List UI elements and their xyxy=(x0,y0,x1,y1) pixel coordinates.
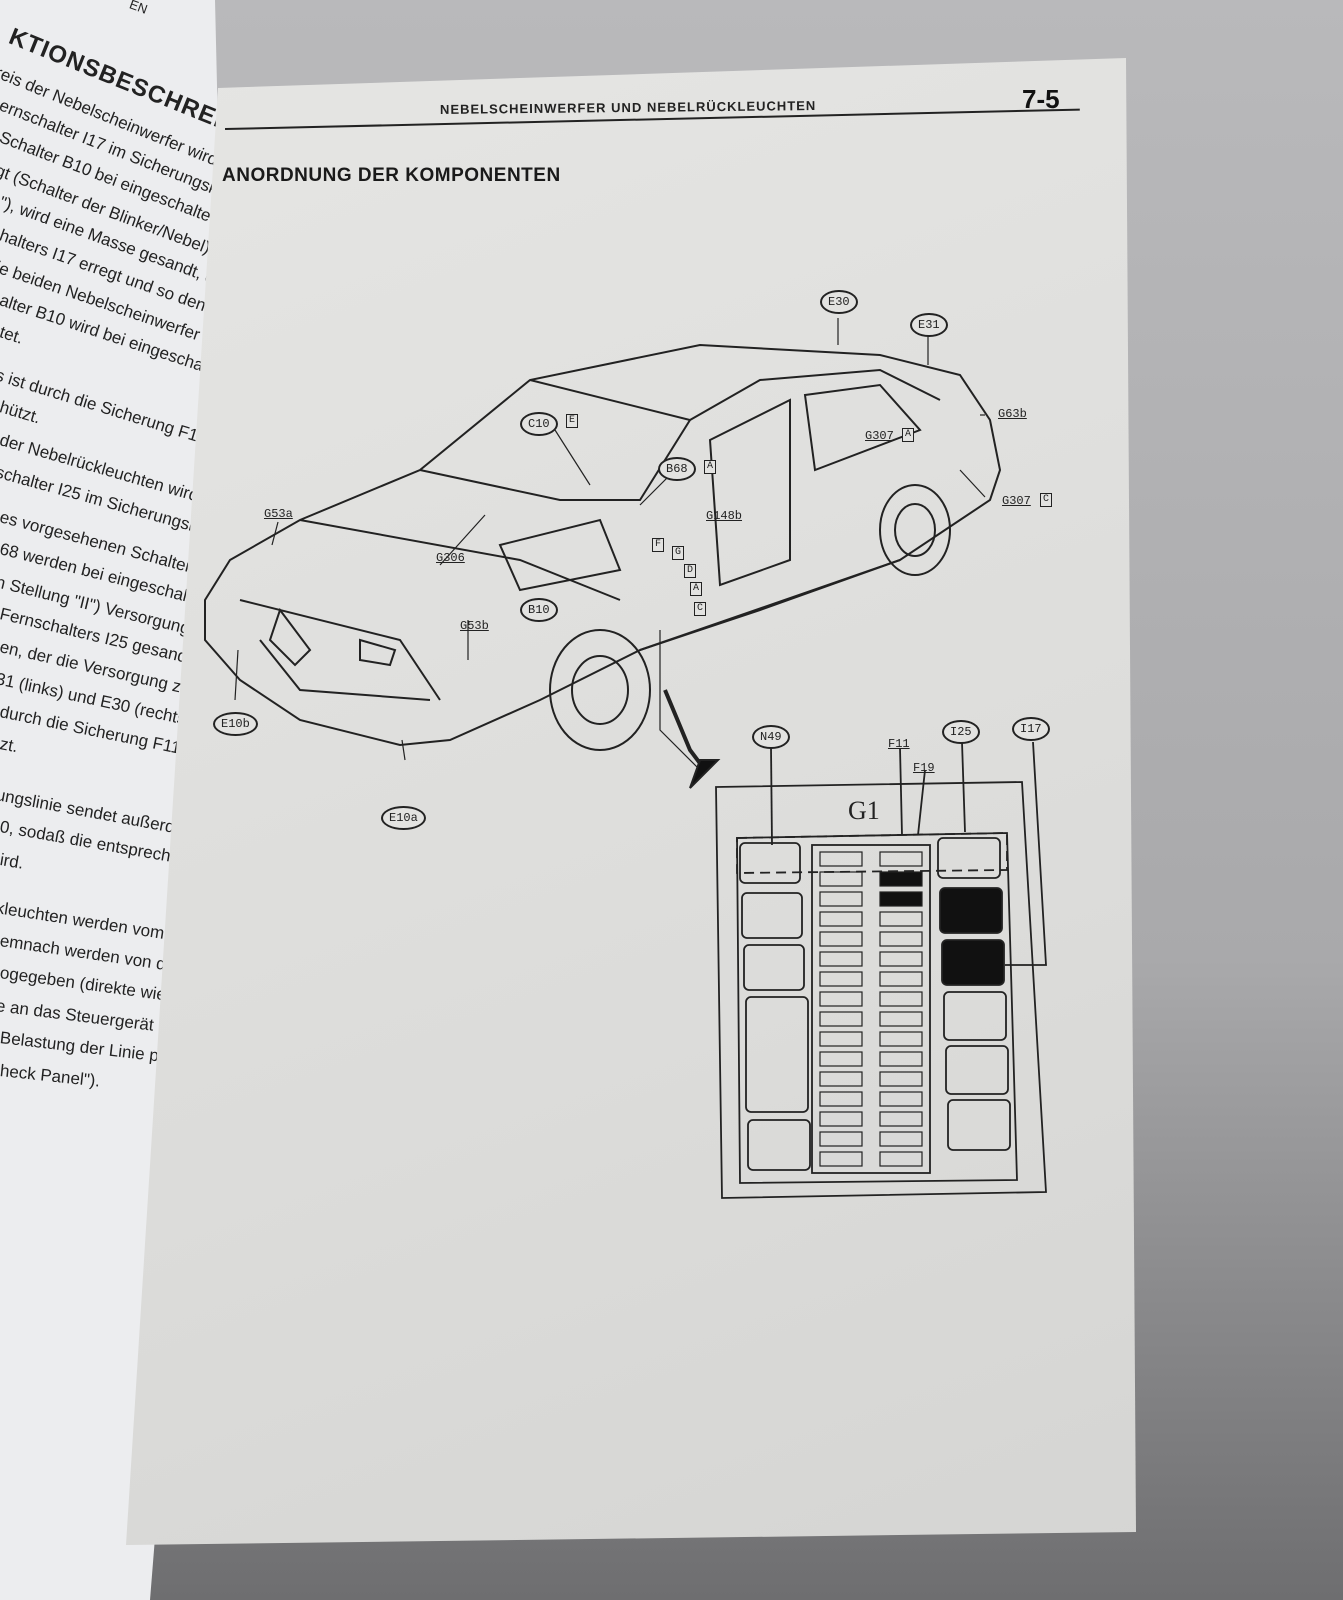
fuse-slot xyxy=(879,891,923,907)
fuse-slot xyxy=(819,951,863,967)
label-b10: B10 xyxy=(520,598,558,622)
label-n49: N49 xyxy=(752,725,790,749)
arrow-head-icon xyxy=(689,759,721,789)
fuse-slot xyxy=(879,1071,923,1087)
callout-arrow xyxy=(663,689,707,772)
label-g307-a: G307 xyxy=(865,429,894,443)
label-g307-c: G307 xyxy=(1002,494,1031,508)
label-c10-box: E xyxy=(566,414,579,428)
fuse-slot xyxy=(819,1051,863,1067)
fuse-slot xyxy=(879,1031,923,1047)
label-g148b: G148b xyxy=(706,509,743,523)
fuse-slot xyxy=(819,1151,863,1167)
label-b68-box: A xyxy=(704,460,717,474)
label-f11: F11 xyxy=(888,737,910,751)
label-g63b: G63b xyxy=(998,407,1027,421)
fusebox-title: G1 xyxy=(848,796,880,825)
label-a-box: A xyxy=(690,582,703,596)
fuse-slot xyxy=(819,1111,863,1127)
fuse-slot xyxy=(819,1071,863,1087)
page-title: ANORDNUNG DER KOMPONENTEN xyxy=(222,165,561,186)
label-e31: E31 xyxy=(910,313,948,337)
label-g307-a-box: A xyxy=(902,428,915,442)
label-b68: B68 xyxy=(658,457,696,481)
fuse-slot xyxy=(819,1091,863,1107)
label-c10: C10 xyxy=(520,412,558,436)
fuse-slot xyxy=(879,991,923,1007)
fuse-slot xyxy=(879,851,923,867)
fuse-slot xyxy=(819,931,863,947)
label-i17: I17 xyxy=(1012,717,1050,741)
fuse-slot xyxy=(819,871,863,887)
fuse-slot xyxy=(879,1151,923,1167)
fuse-slot xyxy=(879,1011,923,1027)
fuse-slot xyxy=(819,991,863,1007)
label-e10b: E10b xyxy=(213,712,258,736)
fuse-slot xyxy=(819,1031,863,1047)
fuse-slot xyxy=(879,1091,923,1107)
leader-lines xyxy=(234,318,986,771)
fuse-slot xyxy=(819,911,863,927)
fuse-slot xyxy=(879,1111,923,1127)
fuse-slot xyxy=(879,911,923,927)
label-d-box: D xyxy=(684,564,697,578)
label-f19: F19 xyxy=(913,761,935,775)
car-outline xyxy=(204,343,1002,751)
label-e30: E30 xyxy=(820,290,858,314)
label-g53b: G53b xyxy=(460,619,489,633)
label-g307-c-box: C xyxy=(1040,493,1053,507)
fuse-slot xyxy=(879,1131,923,1147)
fuse-slot xyxy=(879,951,923,967)
fuse-slot xyxy=(879,1051,923,1067)
fuse-slot xyxy=(819,851,863,867)
fuse-slot xyxy=(819,1131,863,1147)
label-g306: G306 xyxy=(436,551,465,565)
fuse-slot xyxy=(879,931,923,947)
fuse-slot xyxy=(879,971,923,987)
label-g-box: G xyxy=(672,546,685,560)
fusebox-drawing xyxy=(715,741,1047,1199)
fuse-slot xyxy=(819,891,863,907)
label-g53a: G53a xyxy=(264,507,293,521)
label-f-box: F xyxy=(652,538,665,552)
fuse-slot xyxy=(819,971,863,987)
fuse-slot xyxy=(879,871,923,887)
label-i25: I25 xyxy=(942,720,980,744)
label-e10a: E10a xyxy=(381,806,426,830)
label-c-box: C xyxy=(694,602,707,616)
fuse-slot xyxy=(819,1011,863,1027)
